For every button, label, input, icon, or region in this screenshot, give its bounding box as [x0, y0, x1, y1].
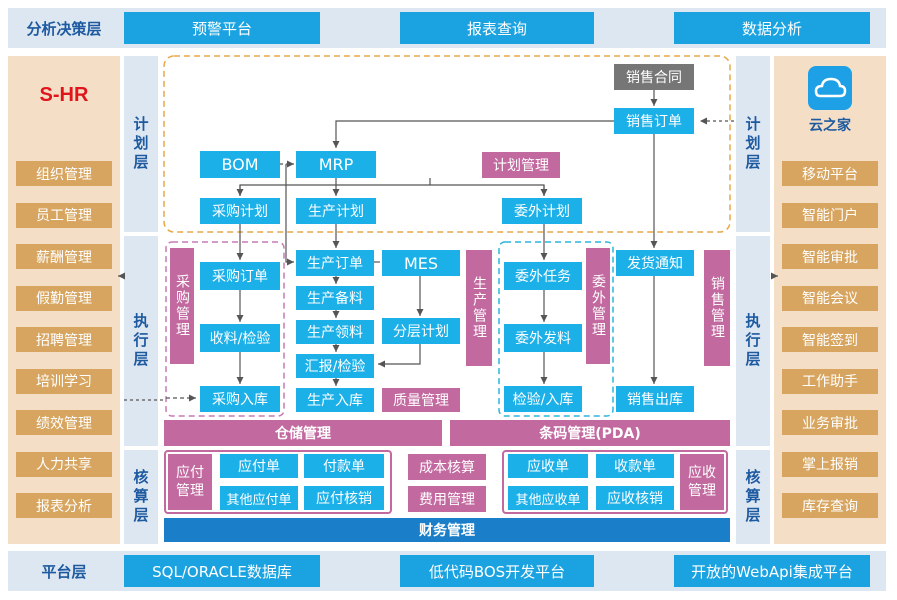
payable-group — [164, 450, 392, 514]
exec-layer-label-left: 执行层 — [124, 236, 158, 446]
mes-node[interactable]: MES — [382, 250, 460, 276]
sales-order-node[interactable]: 销售订单 — [614, 108, 694, 134]
plan-layer-label-right: 计划层 — [736, 56, 770, 232]
shr-item-report-analysis[interactable]: 报表分析 — [16, 493, 112, 518]
outsource-plan-node[interactable]: 委外计划 — [502, 198, 582, 224]
sales-out-node[interactable]: 销售出库 — [616, 386, 694, 412]
cloud-item-smart-checkin[interactable]: 智能签到 — [782, 327, 878, 352]
production-order-node[interactable]: 生产订单 — [296, 250, 374, 276]
cost-accounting-node[interactable]: 成本核算 — [408, 454, 486, 480]
cloud-item-mobile-expense[interactable]: 掌上报销 — [782, 451, 878, 477]
receivable-node[interactable]: 应收单 — [508, 454, 588, 478]
receivable-group — [502, 450, 728, 514]
sales-mgmt-node[interactable]: 销售管理 — [704, 250, 730, 366]
outsource-task-node[interactable]: 委外任务 — [504, 262, 582, 290]
warning-platform-button[interactable]: 预警平台 — [124, 12, 320, 44]
production-prep-node[interactable]: 生产备料 — [296, 286, 374, 310]
warehouse-mgmt-bar[interactable]: 仓储管理 — [164, 420, 442, 446]
shr-item-org[interactable]: 组织管理 — [16, 161, 112, 186]
account-layer-label-left: 核算层 — [124, 450, 158, 544]
payable-mgmt-node[interactable]: 应付管理 — [168, 454, 212, 510]
data-analysis-button[interactable]: 数据分析 — [674, 12, 870, 44]
cloud-item-work-assistant[interactable]: 工作助手 — [782, 368, 878, 394]
outsource-mgmt-node[interactable]: 委外管理 — [586, 248, 610, 364]
cloud-logo-text: 云之家 — [809, 118, 851, 134]
platform-layer-label: 平台层 — [41, 562, 87, 581]
production-pick-node[interactable]: 生产领料 — [296, 320, 374, 344]
barcode-mgmt-bar[interactable]: 条码管理(PDA) — [450, 420, 730, 446]
report-query-button[interactable]: 报表查询 — [400, 12, 594, 44]
webapi-platform-button[interactable]: 开放的WebApi集成平台 — [674, 555, 870, 587]
payable-writeoff-node[interactable]: 应付核销 — [304, 486, 384, 510]
report-check-node[interactable]: 汇报/检验 — [296, 354, 374, 378]
cloud-item-inventory-query[interactable]: 库存查询 — [782, 493, 878, 518]
quality-mgmt-node[interactable]: 质量管理 — [382, 388, 460, 412]
cloud-item-mobile-platform[interactable]: 移动平台 — [782, 161, 878, 186]
outsource-issue-node[interactable]: 委外发料 — [504, 324, 582, 352]
bom-node[interactable]: BOM — [200, 151, 280, 178]
cloud-item-smart-meeting[interactable]: 智能会议 — [782, 285, 878, 311]
exec-layer-label-right: 执行层 — [736, 236, 770, 446]
account-layer-label-right: 核算层 — [736, 450, 770, 544]
shr-item-hr-share[interactable]: 人力共享 — [16, 451, 112, 477]
shr-item-performance[interactable]: 绩效管理 — [16, 410, 112, 435]
cloud-item-smart-approval[interactable]: 智能审批 — [782, 244, 878, 269]
production-in-node[interactable]: 生产入库 — [296, 388, 374, 412]
finance-mgmt-bar[interactable]: 财务管理 — [164, 518, 730, 542]
other-payable-node[interactable]: 其他应付单 — [220, 486, 298, 510]
production-plan-node[interactable]: 生产计划 — [296, 198, 376, 224]
shr-item-attendance[interactable]: 假勤管理 — [16, 285, 112, 311]
database-button[interactable]: SQL/ORACLE数据库 — [124, 555, 320, 587]
production-mgmt-node[interactable]: 生产管理 — [466, 250, 492, 366]
other-receivable-node[interactable]: 其他应收单 — [508, 486, 588, 510]
purchase-mgmt-node[interactable]: 采购管理 — [170, 248, 194, 364]
purchase-plan-node[interactable]: 采购计划 — [200, 198, 280, 224]
decision-layer-label: 分析决策层 — [26, 19, 102, 38]
ship-notice-node[interactable]: 发货通知 — [616, 250, 694, 276]
plan-mgmt-node[interactable]: 计划管理 — [482, 152, 560, 178]
plan-layer-label-left: 计划层 — [124, 56, 158, 232]
receipt-node[interactable]: 收款单 — [596, 454, 674, 478]
shr-item-recruit[interactable]: 招聘管理 — [16, 327, 112, 352]
cloud-item-smart-portal[interactable]: 智能门户 — [782, 202, 878, 228]
sales-contract-node[interactable]: 销售合同 — [614, 64, 694, 90]
purchase-in-node[interactable]: 采购入库 — [200, 386, 280, 412]
shr-item-training[interactable]: 培训学习 — [16, 368, 112, 394]
receivable-mgmt-node[interactable]: 应收管理 — [680, 454, 724, 510]
payment-node[interactable]: 付款单 — [304, 454, 384, 478]
receivable-writeoff-node[interactable]: 应收核销 — [596, 486, 674, 510]
expense-mgmt-node[interactable]: 费用管理 — [408, 486, 486, 512]
shr-title: S-HR — [39, 84, 89, 106]
receive-check-node[interactable]: 收料/检验 — [200, 324, 280, 352]
cloud-logo-icon — [808, 66, 852, 110]
split-plan-node[interactable]: 分层计划 — [382, 318, 460, 344]
shr-item-salary[interactable]: 薪酬管理 — [16, 244, 112, 269]
mrp-node[interactable]: MRP — [296, 151, 376, 178]
bos-platform-button[interactable]: 低代码BOS开发平台 — [400, 555, 594, 587]
payable-node[interactable]: 应付单 — [220, 454, 298, 478]
purchase-order-node[interactable]: 采购订单 — [200, 262, 280, 290]
check-in-node[interactable]: 检验/入库 — [504, 386, 582, 412]
shr-item-staff[interactable]: 员工管理 — [16, 202, 112, 228]
cloud-item-business-approval[interactable]: 业务审批 — [782, 410, 878, 435]
